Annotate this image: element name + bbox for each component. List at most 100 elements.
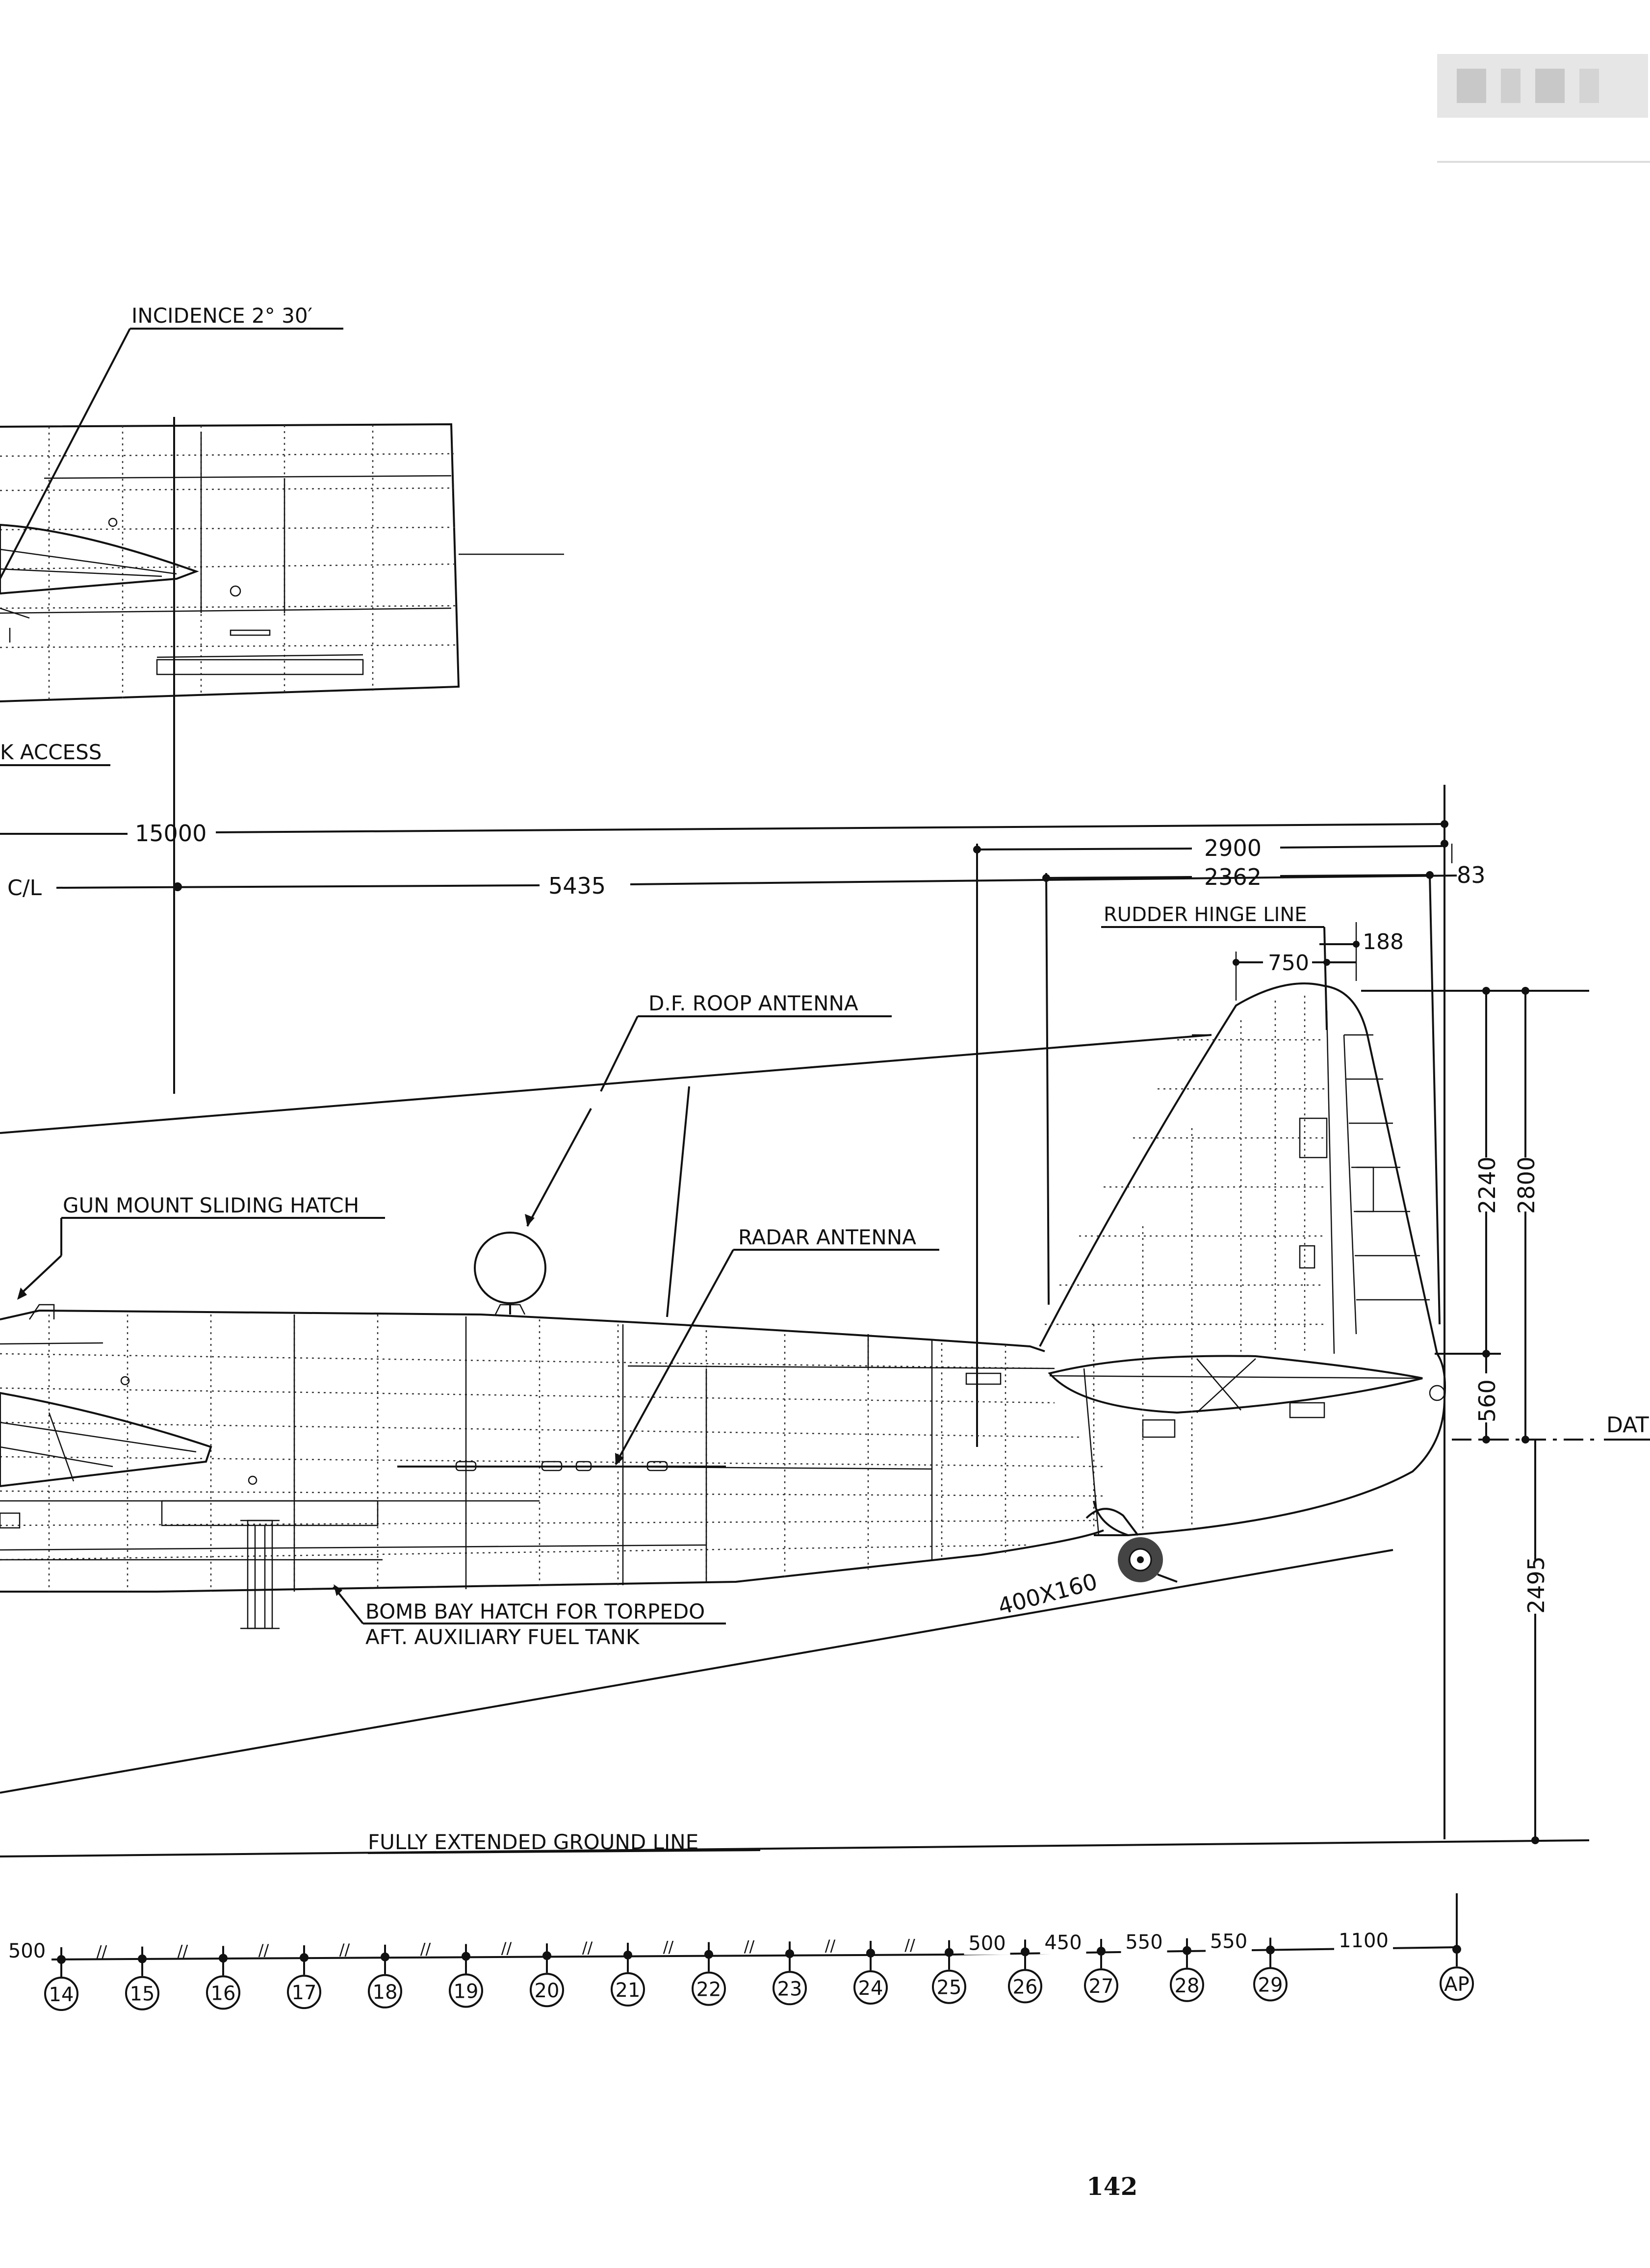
incidence-label: INCIDENCE 2° 30′ — [131, 304, 312, 328]
dim-750-value: 750 — [1268, 951, 1309, 976]
datum-label: DAT — [1606, 1413, 1649, 1438]
station-circle-17 — [287, 1975, 321, 2010]
dim-2900-value: 2900 — [1204, 835, 1262, 861]
spacing-label-bg — [964, 1933, 1010, 1955]
station-circle-28 — [1170, 1967, 1204, 2002]
station-spacing-13: 450 — [1044, 1932, 1082, 1954]
datum-callout: DAT — [1452, 1413, 1650, 1441]
station-spacing-2: // — [178, 1941, 188, 1960]
radar-antenna-label: RADAR ANTENNA — [738, 1225, 916, 1249]
station-circle-27 — [1084, 1968, 1118, 2003]
dim-2362-value: 2362 — [1204, 864, 1262, 890]
station-circle-25 — [932, 1969, 966, 2004]
station-number-26: 26 — [1013, 1976, 1038, 1998]
station-spacing-1: // — [97, 1942, 107, 1961]
station-circle-20 — [530, 1973, 564, 2008]
station-number-24: 24 — [858, 1977, 883, 2000]
station-number-16: 16 — [211, 1982, 236, 2005]
gun-mount-hatch-label: GUN MOUNT SLIDING HATCH — [63, 1193, 359, 1217]
station-circle-ap — [1440, 1966, 1474, 2001]
dim-188-value: 188 — [1363, 929, 1404, 954]
station-circle-14 — [44, 1977, 78, 2011]
station-number-15: 15 — [130, 1983, 155, 2006]
station-circle-23 — [773, 1971, 807, 2006]
station-number-22: 22 — [696, 1979, 722, 2001]
dim-83-value: 83 — [1457, 862, 1486, 888]
station-spacing-15: 550 — [1210, 1931, 1247, 1953]
station-number-28: 28 — [1175, 1975, 1200, 1997]
station-circle-19 — [449, 1973, 483, 2008]
radar-antenna-callout: RADAR ANTENNA — [615, 1225, 939, 1466]
station-markers: 14 15 16 17 18 19 20 21 22 23 24 25 26 27 28 29 AP 500 // /… — [4, 1930, 1474, 2011]
station-spacing-3: // — [258, 1941, 269, 1959]
station-spacing-11: // — [904, 1936, 915, 1955]
df-loop-antenna — [0, 1034, 1212, 1317]
bomb-bay-callout: BOMB BAY HATCH FOR TORPEDO AFT. AUXILIAR… — [333, 1584, 726, 1649]
scan-stamp-artifact — [1437, 54, 1650, 163]
spacing-label-bg — [4, 1941, 50, 1962]
cl-label: C/L — [7, 876, 42, 901]
vertical-dimensions: 2240 2800 560 2495 — [1361, 987, 1589, 1844]
station-number-21: 21 — [616, 1979, 641, 2002]
dim-2240-value: 2240 — [1474, 1157, 1500, 1214]
dim-5435-value: 5435 — [548, 873, 606, 899]
dim-15000: 15000 — [0, 785, 1453, 1839]
dim-2495-value: 2495 — [1523, 1556, 1549, 1614]
rudder-hinge-callout: RUDDER HINGE LINE 750 188 — [1101, 903, 1404, 1031]
radar-antenna — [397, 1461, 932, 1471]
aft-fuel-tank-label: AFT. AUXILIARY FUEL TANK — [365, 1625, 640, 1649]
station-number-29: 29 — [1258, 1974, 1283, 1997]
station-number-25: 25 — [937, 1977, 962, 1999]
station-circle-18 — [368, 1974, 402, 2009]
access-callout: K ACCESS — [0, 740, 110, 766]
df-loop-label: D.F. ROOP ANTENNA — [648, 991, 858, 1015]
spacing-label-bg — [1040, 1933, 1086, 1955]
df-loop-callout: D.F. ROOP ANTENNA — [525, 991, 892, 1227]
dim-15000-value: 15000 — [135, 820, 206, 847]
station-spacing-12: 500 — [968, 1932, 1005, 1955]
spacing-label-bg — [1334, 1931, 1393, 1953]
dim-560-value: 560 — [1474, 1379, 1500, 1422]
gun-mount-hatch-callout: GUN MOUNT SLIDING HATCH — [17, 1193, 385, 1300]
dim-2900: 2900 — [973, 835, 1443, 1447]
dim-2800-value: 2800 — [1513, 1157, 1540, 1214]
station-spacing-10: // — [825, 1936, 836, 1955]
station-number-27: 27 — [1089, 1975, 1114, 1998]
station-circle-22 — [692, 1971, 726, 2006]
spacing-label-bg — [1206, 1931, 1252, 1953]
station-number-20: 20 — [535, 1980, 560, 2002]
dim-83: 83 — [1457, 862, 1486, 888]
station-circle-26 — [1008, 1969, 1042, 2004]
station-spacing-0: 500 — [8, 1940, 46, 1962]
station-number-23: 23 — [777, 1978, 802, 2000]
station-number-19: 19 — [454, 1981, 479, 2003]
station-spacing-6: // — [501, 1939, 512, 1958]
station-number-18: 18 — [373, 1981, 398, 2004]
fully-extended-ground-line: FULLY EXTENDED GROUND LINE — [0, 1830, 1590, 1857]
tail-wheel: 400X160 — [995, 1500, 1178, 1620]
station-number-17: 17 — [292, 1982, 317, 2004]
station-circle-24 — [853, 1970, 888, 2005]
station-spacing-14: 550 — [1125, 1931, 1162, 1954]
spacing-label-bg — [1121, 1932, 1167, 1954]
station-number-14: 14 — [49, 1984, 74, 2006]
station-number-ap: AP — [1444, 1973, 1469, 1996]
bomb-bay-label: BOMB BAY HATCH FOR TORPEDO — [365, 1599, 705, 1624]
station-circle-16 — [206, 1975, 240, 2010]
rudder-hinge-label: RUDDER HINGE LINE — [1104, 903, 1307, 926]
station-spacing-8: // — [663, 1938, 674, 1957]
dim-2362: 2362 — [1042, 864, 1441, 1325]
incidence-callout: INCIDENCE 2° 30′ — [0, 304, 343, 1094]
station-spacing-7: // — [582, 1938, 593, 1957]
station-circle-15 — [125, 1976, 159, 2010]
access-label: K ACCESS — [0, 740, 102, 764]
tail-wheel-size: 400X160 — [995, 1568, 1100, 1620]
station-spacing-9: // — [744, 1937, 755, 1956]
station-spacing-16: 1100 — [1339, 1930, 1389, 1952]
page-number: 142 — [1086, 2172, 1137, 2201]
plan-view-fuselage — [0, 423, 564, 702]
station-spacing-5: // — [420, 1940, 431, 1959]
station-spacing-4: // — [339, 1940, 350, 1959]
side-view-fuselage — [0, 982, 1446, 1629]
